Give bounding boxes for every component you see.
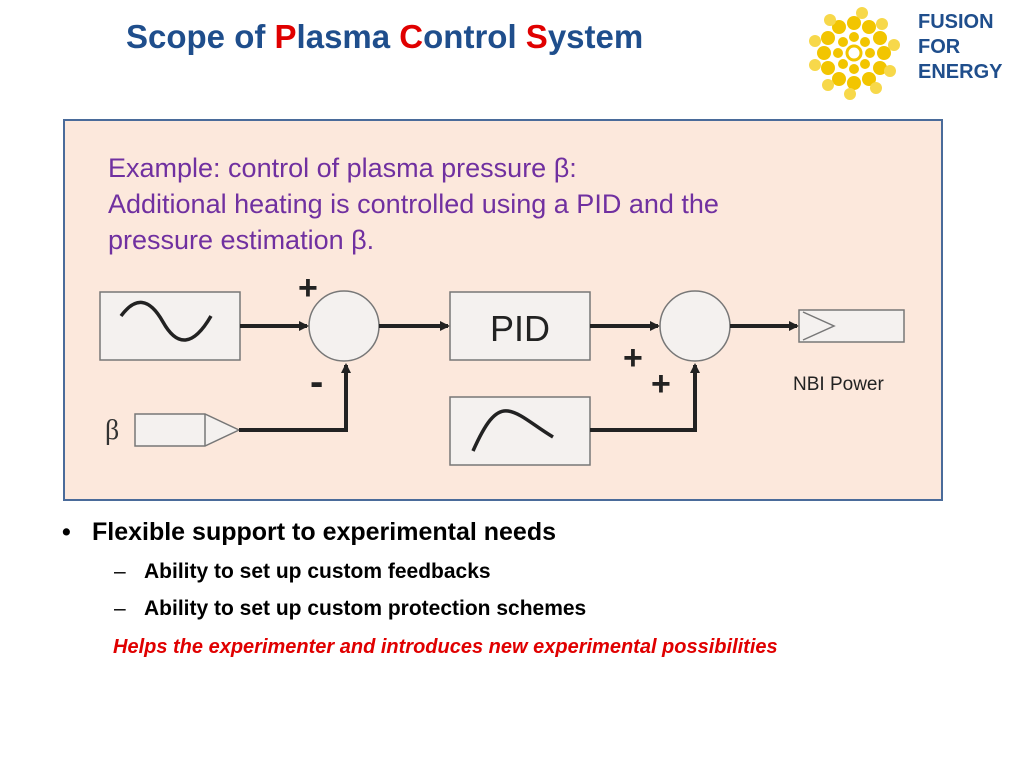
dash-marker: – — [114, 560, 126, 583]
summing-junction-1 — [308, 290, 380, 362]
example-line: pressure estimation β. — [108, 225, 375, 255]
bullet-text: Ability to set up custom feedbacks — [144, 560, 491, 583]
bullet-text: Flexible support to experimental needs — [92, 518, 557, 546]
sum2-plus-sign-b: + — [651, 365, 671, 403]
output-port — [798, 309, 905, 343]
beta-label: β — [105, 415, 119, 446]
example-line: Additional heating is controlled using a… — [108, 189, 719, 219]
bullet-marker: • — [62, 518, 71, 546]
bullet-sub-1: –Ability to set up custom feedbacks — [114, 560, 491, 584]
page-title: Scope of Plasma Control System — [126, 18, 643, 56]
bullet-sub-2: –Ability to set up custom protection sch… — [114, 597, 586, 621]
arrow-beta-to-sum1 — [239, 363, 351, 432]
pid-block — [449, 291, 591, 361]
sum2-plus-sign-a: + — [623, 339, 643, 377]
output-port-arrow-icon — [802, 311, 836, 341]
title-highlight: S — [525, 18, 548, 55]
bullet-text: Ability to set up custom protection sche… — [144, 597, 587, 620]
sine-wave-icon — [119, 300, 213, 342]
sum1-plus-sign: + — [298, 269, 318, 307]
sum1-minus-sign: - — [310, 360, 323, 404]
example-line: Example: control of plasma pressure β: — [108, 153, 577, 183]
logo-line: ENERGY — [918, 61, 1003, 83]
highlight-note: Helps the experimenter and introduces ne… — [113, 636, 778, 658]
dash-marker: – — [114, 597, 126, 620]
nbi-power-label: NBI Power — [793, 374, 884, 395]
bullet-main: • Flexible support to experimental needs — [62, 518, 556, 547]
logo-wordmark: FUSION FOR ENERGY — [918, 10, 1002, 85]
pid-label: PID — [490, 308, 550, 349]
title-highlight: P — [274, 18, 297, 55]
beta-input-port — [134, 413, 241, 447]
example-text: Example: control of plasma pressure β: A… — [108, 150, 719, 258]
logo-line: FUSION — [918, 11, 994, 33]
title-part: ontrol — [423, 18, 526, 55]
arrow-ff-to-sum2 — [590, 363, 700, 432]
title-part: ystem — [547, 18, 644, 55]
feedforward-signal-block — [449, 396, 591, 466]
title-part: Scope of — [126, 18, 275, 55]
ramp-wave-icon — [471, 409, 554, 452]
title-part: lasma — [296, 18, 400, 55]
logo-line: FOR — [918, 36, 961, 58]
sun-burst-logo-icon — [809, 7, 900, 100]
title-highlight: C — [399, 18, 424, 55]
summing-junction-2 — [659, 290, 731, 362]
control-diagram: + - β PID + + NBI Power — [99, 269, 905, 466]
reference-signal-block — [99, 291, 241, 361]
